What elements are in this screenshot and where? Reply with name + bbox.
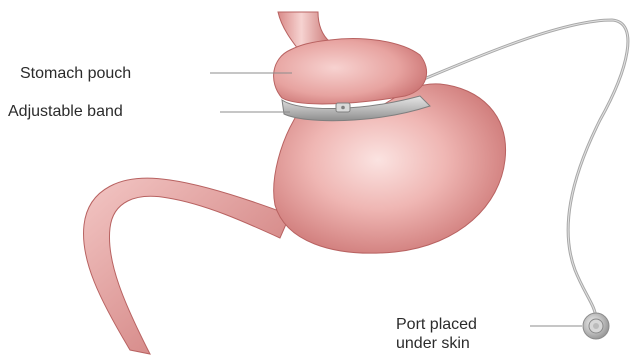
adjustable-band-label: Adjustable band — [8, 102, 123, 121]
duodenum — [83, 178, 290, 354]
port — [583, 313, 609, 339]
port-label: Port placed under skin — [396, 315, 477, 353]
port-label-line1: Port placed — [396, 315, 477, 334]
stomach-pouch-label: Stomach pouch — [20, 64, 131, 83]
port-label-line2: under skin — [396, 334, 477, 353]
stomach-pouch — [274, 39, 427, 104]
